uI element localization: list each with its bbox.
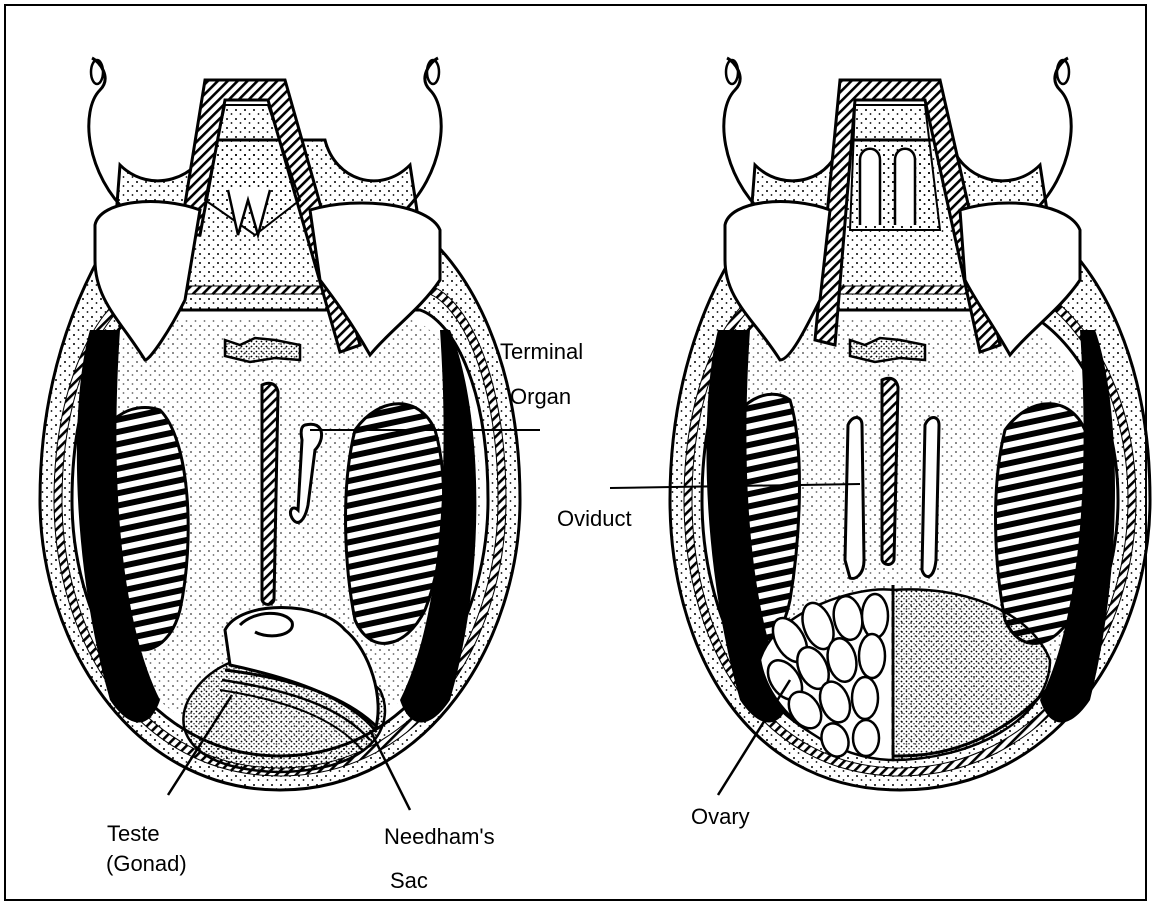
teste-label-line1: Teste (107, 823, 160, 845)
oviduct-label: Oviduct (557, 508, 632, 530)
female-oviduct-left (845, 418, 864, 579)
needhams-sac-label-line1: Needham's (384, 826, 495, 848)
teste-label-line2: (Gonad) (106, 853, 187, 875)
terminal-organ-label-line1: Terminal (500, 341, 583, 363)
male-central-rod (262, 383, 278, 604)
ovary-label: Ovary (691, 806, 750, 828)
needhams-sac-label-line2: Sac (390, 870, 428, 892)
female-oviduct-right (922, 418, 939, 577)
terminal-organ-label-line2: Organ (510, 386, 571, 408)
male-specimen (40, 58, 520, 790)
female-specimen (670, 58, 1150, 790)
female-central-rod (882, 378, 898, 564)
